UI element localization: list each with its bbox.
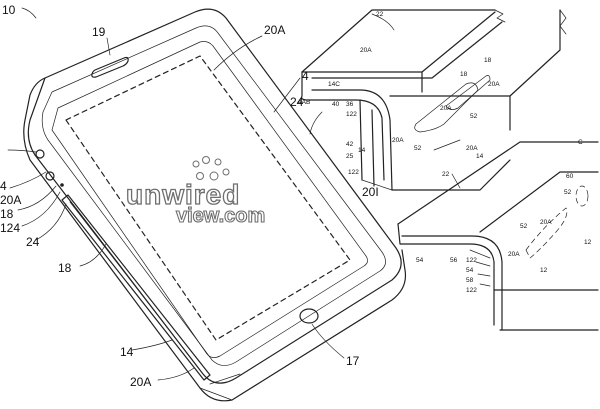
side-button-strip [61,194,211,381]
display-area-outline [65,55,351,341]
opening-slot-1 [414,82,479,133]
label-25: 25 [346,153,354,160]
label-36: 36 [346,101,354,108]
side-control-2 [45,171,55,181]
label-20i: 20I [362,185,379,199]
label-4b: 4 [0,179,7,193]
label-122-c: 122 [466,257,477,264]
label-12-a: 12 [540,267,548,274]
label-20a-f: 20A [508,251,520,258]
phone-bezel [41,25,386,366]
label-18-left: 18 [0,207,14,221]
detail-bottom-labels: 20A 14 22 C 60 52 52 20A 20A 54 56 122 5… [416,139,592,294]
label-40: 40 [332,101,340,108]
label-20a-left: 20A [0,193,21,207]
label-24-top: 24 [290,95,304,109]
label-14-d: 14 [358,147,366,154]
detail-top-labels: 22 20A 14C 18 18 20A 20A 52 4AB 40 36 12… [298,11,500,199]
label-58: 58 [466,277,474,284]
label-52-b: 52 [414,145,422,152]
label-20a-top: 20A [264,23,285,37]
label-c: C [578,139,583,146]
detail-view-top [301,9,567,191]
label-22-b: 22 [442,171,450,178]
label-22: 22 [376,11,384,18]
leader-lines [7,7,461,381]
label-20a-b: 20A [488,81,500,88]
watermark-line1: unwired [126,179,240,210]
label-18-b: 18 [484,57,492,64]
label-20a-c: 20A [440,105,452,112]
watermark: unwired view.com [125,156,266,228]
label-14: 14 [120,345,134,359]
phone-back-edge [23,77,407,402]
label-14c: 14C [328,81,340,88]
main-reference-labels: 10 19 20A 24 4 4 20A 18 124 24 18 14 20A… [0,3,360,389]
label-122-d: 122 [466,287,477,294]
phone-front-face [27,8,402,384]
label-10: 10 [2,3,16,17]
label-20a-top-b: 20A [466,145,478,152]
label-52-c: 52 [564,189,572,196]
label-4: 4 [302,69,309,83]
label-20a-a: 20A [360,47,372,54]
label-54-b: 54 [466,267,474,274]
label-52-a: 52 [470,113,478,120]
label-20a-e: 20A [540,219,552,226]
side-control-dot [60,183,64,187]
label-52-d: 52 [520,223,528,230]
screen-edge [51,41,368,358]
label-12-b: 12 [584,239,592,246]
home-button [299,308,319,324]
label-60: 60 [566,173,574,180]
label-24-left: 24 [26,235,40,249]
label-20a-bottom: 20A [130,375,151,389]
label-124: 124 [0,221,20,235]
phone-illustration [23,8,407,402]
speaker-slot [91,56,129,78]
label-19: 19 [92,25,106,39]
label-122-a: 122 [346,111,357,118]
label-17: 17 [346,354,360,368]
watermark-line2: view.com [176,205,265,227]
label-18-side: 18 [58,261,72,275]
side-control-1 [35,149,45,159]
label-42: 42 [346,141,354,148]
detail-view-bottom [397,141,599,331]
label-54: 54 [416,257,424,264]
label-122-b: 122 [348,169,359,176]
label-4ab: 4AB [298,99,310,106]
label-14-b: 14 [476,153,484,160]
label-20a-d: 20A [392,137,404,144]
label-18-a: 18 [460,71,468,78]
label-56: 56 [450,257,458,264]
